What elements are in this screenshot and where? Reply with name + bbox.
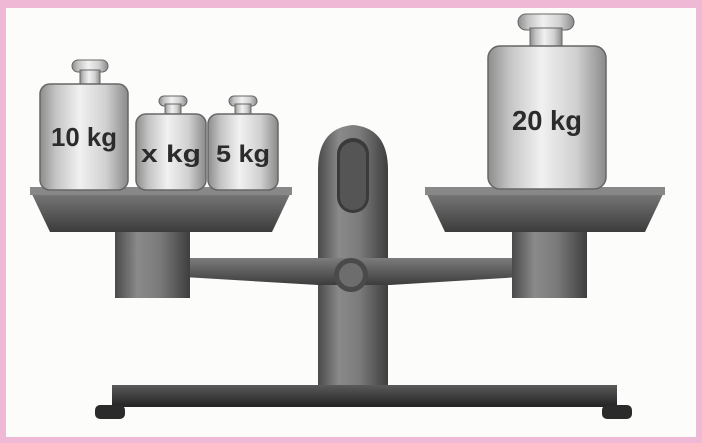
weight-5kg: 5 kg [208, 96, 278, 190]
left-pan-support [115, 228, 190, 298]
weight-10kg: 10 kg [40, 60, 128, 190]
weight-x-kg: x kg [136, 96, 206, 190]
scale-pillar [318, 125, 388, 385]
right-pan [425, 187, 665, 232]
weight-5kg-label: 5 kg [216, 141, 270, 168]
right-pan-support [512, 228, 587, 298]
weight-10kg-label: 10 kg [51, 122, 117, 152]
weight-20kg-label: 20 kg [512, 105, 582, 136]
left-pan [30, 187, 292, 232]
weight-x-kg-label: x kg [141, 141, 201, 168]
pivot-knob [334, 258, 368, 292]
scale-base [95, 385, 632, 419]
weight-20kg: 20 kg [488, 14, 606, 189]
